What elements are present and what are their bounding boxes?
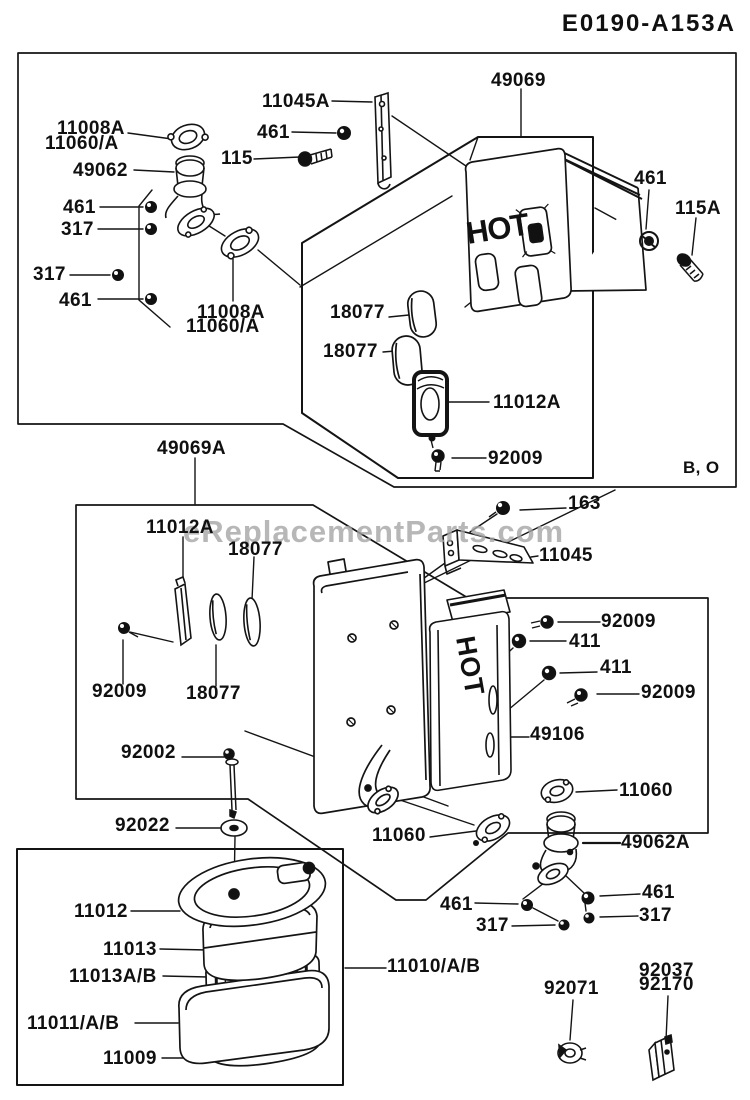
top-section-box xyxy=(17,52,737,488)
part-label: 11060/A xyxy=(186,316,260,337)
part-label: 11010/A/B xyxy=(387,956,481,977)
nut-icons-bottom xyxy=(521,891,595,931)
gasket-drawing-11060-right xyxy=(540,778,574,804)
part-label: 317 xyxy=(61,219,94,240)
part-label: 11012A xyxy=(493,392,561,413)
gasket-drawing-11008a xyxy=(167,123,209,151)
elbow-drawing-49062a xyxy=(532,811,579,886)
part-label: 49062A xyxy=(621,832,690,853)
part-label: 461 xyxy=(63,197,96,218)
screw-icon-163 xyxy=(488,501,510,518)
part-label: 115 xyxy=(221,148,253,169)
part-label: 92071 xyxy=(544,978,599,999)
part-label: 11060 xyxy=(372,825,426,846)
part-label: 11009 xyxy=(103,1048,157,1069)
bolt-drawing-115 xyxy=(297,148,333,167)
bracket-drawing-11045 xyxy=(442,529,534,575)
part-label: 461 xyxy=(634,168,667,189)
breather-pipe-drawing-49062 xyxy=(164,155,221,238)
bracket-drawing-11045a xyxy=(374,91,392,190)
screen-drawing-18077-ovals xyxy=(209,593,261,647)
part-label: 461 xyxy=(440,894,473,915)
nut-highlight xyxy=(339,128,345,134)
part-label: 11011/A/B xyxy=(27,1013,120,1034)
page-title: E0190-A153A xyxy=(561,10,736,37)
part-label: 317 xyxy=(476,915,509,936)
fastener-icons-right xyxy=(511,615,588,707)
part-label: 11012A xyxy=(146,517,214,538)
part-label: 92009 xyxy=(488,448,543,469)
shield-drawing-49106 xyxy=(428,589,512,792)
part-label: 411 xyxy=(569,631,601,652)
part-label: 18077 xyxy=(330,302,385,323)
part-label: 411 xyxy=(600,657,632,678)
air-filter-drawing xyxy=(177,856,330,1067)
muffler-drawing-49069 xyxy=(464,147,647,313)
part-label: 11008A xyxy=(57,118,125,139)
part-label: 11060 xyxy=(619,780,673,801)
part-label: 11045A xyxy=(262,91,330,112)
cap-11012 xyxy=(177,856,327,928)
case-11011 xyxy=(178,969,330,1065)
plate-drawing-11012a-2 xyxy=(174,575,192,647)
part-label: 115A xyxy=(675,198,721,219)
part-label: 49069 xyxy=(491,70,546,91)
part-label: 92037 xyxy=(639,960,694,981)
part-label: 49106 xyxy=(530,724,585,745)
screw-icon-92009-left xyxy=(118,622,139,638)
screen-drawing-18077-1 xyxy=(391,290,438,386)
part-label: 18077 xyxy=(323,341,378,362)
part-label: 18077 xyxy=(186,683,241,704)
bracket-drawing-92170 xyxy=(648,1033,675,1082)
part-label: 92002 xyxy=(121,742,176,763)
gasket-drawing-11060-left xyxy=(475,813,511,843)
part-label: B, O xyxy=(683,458,720,477)
part-label: 49069A xyxy=(157,438,226,459)
muffler-subbox xyxy=(301,136,594,479)
part-label: 18077 xyxy=(228,539,283,560)
watermark: eReplacementParts.com xyxy=(183,514,565,549)
part-label: 49062 xyxy=(73,160,128,181)
part-label: 461 xyxy=(59,290,92,311)
part-label: 92009 xyxy=(641,682,696,703)
bolt-drawing-92002 xyxy=(223,748,239,820)
section-boxes xyxy=(16,52,737,1086)
part-label: 92170 xyxy=(639,974,694,995)
part-label: 92009 xyxy=(92,681,147,702)
screw-icon-92009-top xyxy=(431,449,445,472)
clamp-drawing-92071 xyxy=(557,1042,587,1064)
part-label: 461 xyxy=(257,122,290,143)
bolt-dot xyxy=(473,840,479,846)
part-label: 317 xyxy=(33,264,66,285)
part-label: 461 xyxy=(642,882,675,903)
part-label: 11008A xyxy=(197,302,265,323)
part-label: 317 xyxy=(639,905,672,926)
nut-icons-left xyxy=(112,201,157,305)
plate-drawing-11012a xyxy=(412,370,449,449)
part-label: 92022 xyxy=(115,815,170,836)
nut-icon-461-top xyxy=(337,126,351,140)
part-label: 11045 xyxy=(539,545,593,566)
part-label: 11013 xyxy=(103,939,157,960)
part-label: 11013A/B xyxy=(69,966,157,987)
muffler-drawing-49069a xyxy=(312,558,431,815)
part-label: 11060/A xyxy=(45,133,119,154)
air-filter-box xyxy=(16,848,344,1086)
bolt-drawing-115a xyxy=(676,253,704,282)
part-label: 11012 xyxy=(74,901,128,922)
washer-drawing-92022 xyxy=(220,819,248,837)
grommet-icon-461-right xyxy=(639,231,659,251)
part-label: 163 xyxy=(568,493,601,514)
gasket-drawing-11060 xyxy=(220,226,260,260)
part-label: 92009 xyxy=(601,611,656,632)
